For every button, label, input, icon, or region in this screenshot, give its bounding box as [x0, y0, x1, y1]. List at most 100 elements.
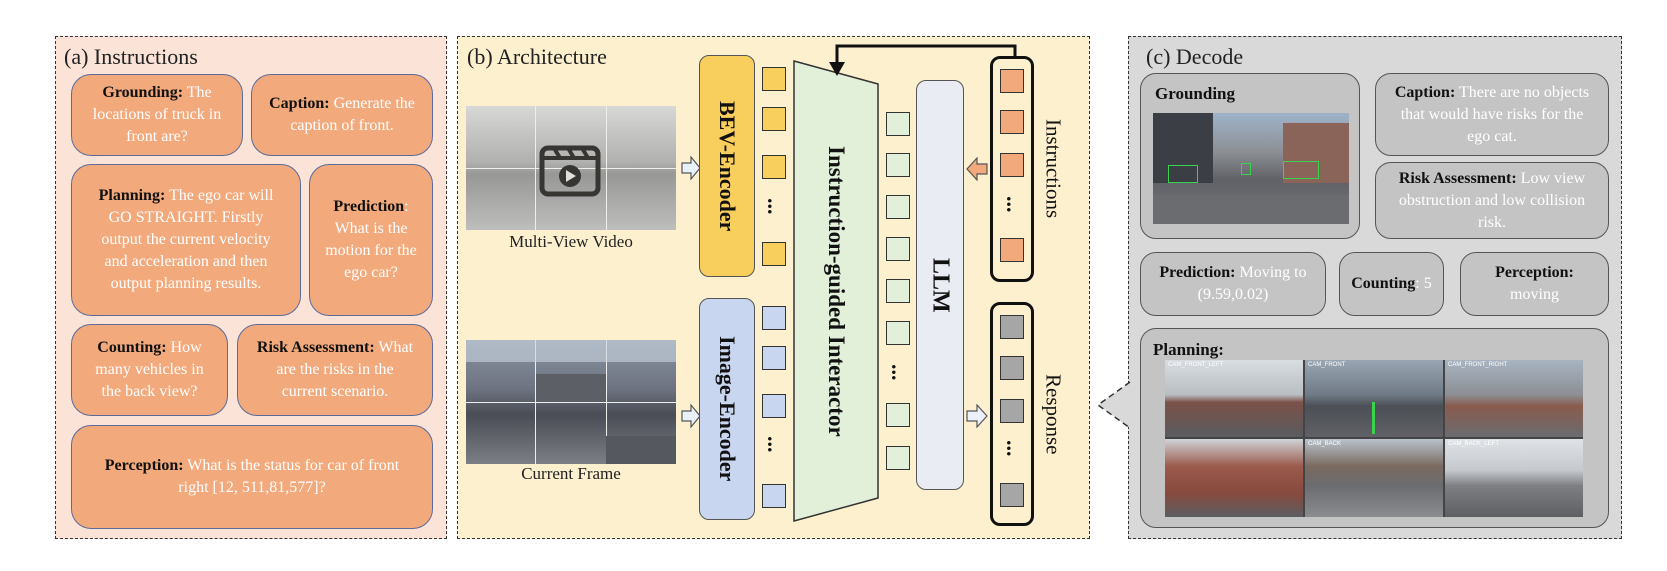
planning-text: The ego car will GO STRAIGHT. Firstly ou…: [101, 187, 274, 292]
perception-label: Perception:: [104, 457, 184, 474]
query-token-ellipsis: ...: [887, 364, 912, 381]
response-token: [1000, 356, 1024, 380]
interactor-block: [793, 60, 879, 522]
architecture-title: (b) Architecture: [467, 44, 607, 69]
current-frame-label: Current Frame: [521, 464, 621, 483]
instruction-grounding-card: Grounding: The locations of truck in fro…: [71, 74, 243, 156]
instruction-counting-card: Counting: How many vehicles in the back …: [71, 324, 228, 416]
planning-label: Planning:: [98, 187, 166, 204]
query-token: [886, 153, 910, 177]
decode-counting-text: : 5: [1415, 275, 1432, 292]
decode-planning-label: Planning:: [1153, 340, 1224, 359]
decode-prediction-text: Moving to (9.59,0.02): [1197, 264, 1307, 303]
image-encoder-block: [699, 298, 755, 520]
bev-token-ellipsis: ...: [763, 198, 788, 215]
response-vertical-label: Response: [1041, 373, 1066, 455]
image-token: [762, 484, 786, 508]
prediction-label: Prediction: [333, 198, 405, 215]
llm-block: [916, 80, 964, 490]
llm-label: LLM: [927, 257, 954, 313]
cam-view: [1165, 439, 1303, 517]
decode-title: (c) Decode: [1146, 44, 1244, 69]
grounding-image: [1153, 113, 1349, 224]
instructions-token-box: [990, 56, 1034, 282]
image-token: [762, 346, 786, 370]
query-token: [886, 321, 910, 345]
decode-perception-text: moving: [1510, 286, 1559, 303]
cam-label: CAM_BACK: [1308, 441, 1342, 447]
decode-risk-label: Risk Assessment:: [1398, 169, 1517, 187]
instruction-token: [1000, 238, 1024, 262]
decode-prediction-label: Prediction:: [1159, 264, 1236, 281]
planning-trajectory: [1372, 402, 1375, 434]
instruction-token: [1000, 153, 1024, 177]
query-token: [886, 279, 910, 303]
cam-label: CAM_BACK_LEFT: [1448, 441, 1500, 447]
arrow-right-icon: [681, 404, 701, 428]
bev-encoder-block: [699, 55, 755, 277]
arrow-right-icon: [681, 156, 701, 180]
grounding-box: [1241, 163, 1251, 175]
frame-grid-hline: [466, 402, 676, 403]
grounding-box: [1168, 165, 1198, 183]
query-token: [886, 237, 910, 261]
cam-view: [1305, 439, 1443, 517]
arrow-right-icon: [966, 404, 988, 428]
grounding-building: [1153, 113, 1213, 183]
instruction-perception-card: Perception: What is the status for car o…: [71, 425, 433, 529]
risk-text: What are the risks in the current scenar…: [276, 339, 414, 400]
image-token: [762, 306, 786, 330]
decode-risk-text: Low view obstruction and low collision r…: [1398, 169, 1586, 231]
counting-label: Counting:: [97, 339, 167, 356]
query-token: [886, 403, 910, 427]
decode-caption-label: Caption:: [1394, 83, 1456, 101]
query-token: [886, 112, 910, 136]
feedback-arrow: [829, 44, 1017, 76]
response-token-ellipsis: ...: [1002, 440, 1027, 457]
bev-encoder-label: BEV-Encoder: [715, 100, 740, 232]
cam-label: CAM_FRONT_RIGHT: [1448, 362, 1508, 368]
frame-road: [606, 436, 676, 464]
counting-text: How many vehicles in the back view?: [95, 339, 204, 400]
caption-text: Generate the caption of front.: [290, 95, 415, 134]
bev-token: [762, 67, 786, 91]
decode-perception-card: Perception: moving: [1460, 252, 1609, 316]
decode-caption-text: There are no objects that would have ris…: [1400, 83, 1590, 145]
decode-counting-card: Counting: 5: [1339, 252, 1444, 316]
image-token-ellipsis: ...: [763, 436, 788, 453]
frame-road: [536, 374, 606, 402]
planning-camera-grid: CAM_FRONT_LEFT CAM_FRONT CAM_FRONT_RIGHT…: [1165, 360, 1583, 517]
instruction-prediction-card: Prediction: What is the motion for the e…: [309, 164, 433, 316]
cam-label: CAM_FRONT: [1308, 362, 1346, 368]
decode-counting-label: Counting: [1351, 275, 1416, 292]
decode-caption-card: Caption: There are no objects that would…: [1375, 73, 1609, 156]
interactor-label: Instruction-guided Interactor: [824, 145, 849, 437]
instructions-vertical-label: Instructions: [1041, 119, 1066, 219]
image-token: [762, 394, 786, 418]
instruction-token: [1000, 69, 1024, 93]
cam-view: [1445, 439, 1583, 517]
bev-token: [762, 155, 786, 179]
multi-view-video-label: Multi-View Video: [509, 232, 633, 251]
cam-view: [1165, 360, 1303, 437]
grounding-box: [1283, 161, 1319, 179]
callout-notch: [1096, 381, 1131, 429]
grounding-label: Grounding:: [102, 84, 184, 101]
query-token: [886, 446, 910, 470]
frame-sky: [466, 340, 676, 362]
cam-view: [1445, 360, 1583, 437]
query-token: [886, 195, 910, 219]
grounding-text: The locations of truck in front are?: [92, 84, 222, 145]
risk-label: Risk Assessment:: [256, 339, 375, 356]
bev-token: [762, 242, 786, 266]
response-token: [1000, 399, 1024, 423]
instruction-token-ellipsis: ...: [1002, 196, 1027, 213]
bev-token: [762, 107, 786, 131]
instructions-title: (a) Instructions: [64, 44, 198, 69]
prediction-text: : What is the motion for the ego car?: [325, 198, 417, 281]
perception-text: What is the status for car of front righ…: [178, 457, 400, 496]
response-token: [1000, 483, 1024, 507]
arrow-left-icon: [966, 157, 988, 181]
current-frame-image: [466, 340, 676, 464]
instruction-caption-card: Caption: Generate the caption of front.: [251, 74, 433, 156]
